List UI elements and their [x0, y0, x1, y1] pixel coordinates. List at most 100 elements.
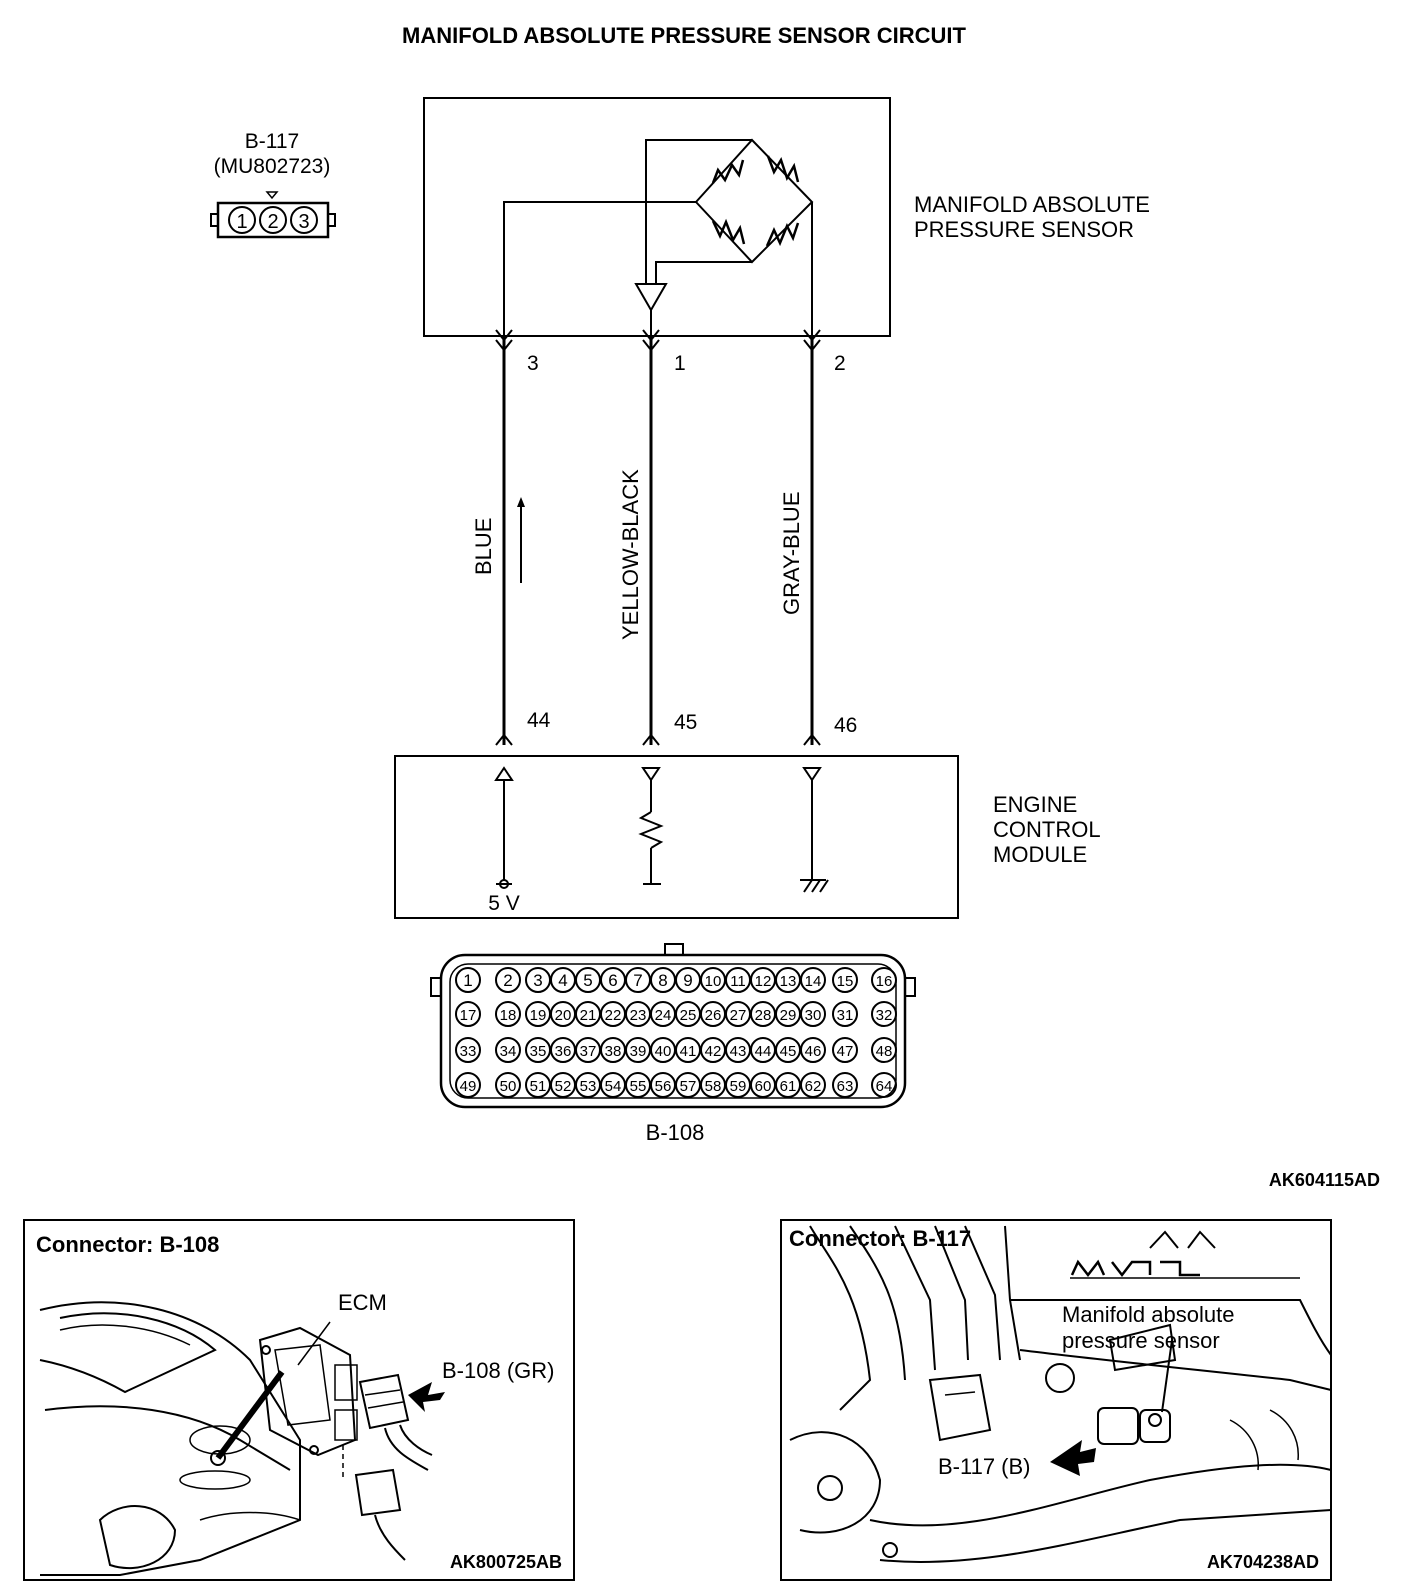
b108-pin-49: 49: [460, 1078, 477, 1095]
sensor-label-line2: PRESSURE SENSOR: [914, 217, 1134, 242]
connector-b117-symbol: B-117 (MU802723) 1 2 3: [210, 130, 336, 239]
b108-pin-48: 48: [876, 1043, 893, 1060]
b108-pin-62: 62: [805, 1078, 822, 1095]
b108-pin-46: 46: [805, 1043, 822, 1060]
panel-connector-b117: Connector: B-117: [780, 1219, 1332, 1581]
b108-pin-28: 28: [755, 1007, 772, 1024]
b108-pin-circle: [800, 1072, 826, 1098]
harness-connector-illustration: [342, 1373, 445, 1561]
panel-right-code: AK704238AD: [1207, 1552, 1319, 1572]
b108-pin-64: 64: [876, 1078, 893, 1095]
b108-pin-12: 12: [755, 973, 772, 990]
b108-pin-47: 47: [837, 1043, 854, 1060]
b108-pin-11: 11: [730, 973, 746, 990]
b108-pin-37: 37: [580, 1043, 597, 1060]
b108-pin-6: 6: [608, 971, 617, 990]
b108-pin-34: 34: [500, 1043, 517, 1060]
b108-pin-circle: [871, 1072, 897, 1098]
b108-pin-57: 57: [680, 1078, 697, 1095]
b108-pin-17: 17: [460, 1007, 477, 1024]
b108-pin-circle: [495, 967, 521, 993]
connector-b117-part: (MU802723): [214, 155, 331, 178]
b108-pin-36: 36: [555, 1043, 572, 1060]
b108-pin-35: 35: [530, 1043, 547, 1060]
figure-code-main: AK604115AD: [1269, 1170, 1380, 1190]
b108-pin-3: 3: [533, 971, 542, 990]
b108-pin-18: 18: [500, 1007, 517, 1024]
b108-pin-13: 13: [780, 973, 797, 990]
b108-pin-29: 29: [780, 1007, 797, 1024]
b108-pin-26: 26: [705, 1007, 722, 1024]
panel-right-sensor-label-line2: pressure sensor: [1062, 1328, 1220, 1353]
b108-pin-58: 58: [705, 1078, 722, 1095]
b108-pin-39: 39: [630, 1043, 647, 1060]
b108-pin-circle: [455, 1037, 481, 1063]
b108-pin-circle: [832, 967, 858, 993]
connector-b108-id: B-108: [646, 1120, 705, 1145]
b117-pin-3: 3: [298, 211, 309, 233]
b108-pin-circle: [832, 1001, 858, 1027]
b108-pin-56: 56: [655, 1078, 672, 1095]
ecm-supply-voltage: 5 V: [488, 892, 520, 915]
panel-left-title: Connector: B-108: [36, 1232, 219, 1257]
b108-pin-52: 52: [555, 1078, 572, 1095]
b108-pin-15: 15: [837, 973, 854, 990]
b108-pin-33: 33: [460, 1043, 477, 1060]
b108-pin-circle: [455, 1072, 481, 1098]
wire-ecm-pin-45: 45: [674, 711, 697, 734]
b108-pin-20: 20: [555, 1007, 572, 1024]
b108-pin-1: 1: [463, 971, 472, 990]
b108-pin-circle: [455, 967, 481, 993]
b108-pin-41: 41: [680, 1043, 697, 1060]
b108-pin-44: 44: [755, 1043, 772, 1060]
wire-ecm-pin-44: 44: [527, 709, 551, 732]
b108-pin-circle: [832, 1072, 858, 1098]
b108-pin-43: 43: [730, 1043, 747, 1060]
b108-pin-circle: [871, 1037, 897, 1063]
b108-pin-53: 53: [580, 1078, 597, 1095]
panel-connector-b108: Connector: B-108: [23, 1219, 575, 1581]
wire-ecm-pin-46: 46: [834, 714, 857, 737]
b108-pin-38: 38: [605, 1043, 622, 1060]
panel-left-code: AK800725AB: [450, 1552, 562, 1572]
b108-pin-circle: [495, 1001, 521, 1027]
b108-pin-45: 45: [780, 1043, 797, 1060]
b108-pin-60: 60: [755, 1078, 772, 1095]
b108-pin-circle: [495, 1072, 521, 1098]
b108-pin-7: 7: [633, 971, 642, 990]
panel-right-connector-label: B-117 (B): [938, 1454, 1031, 1479]
ecm-label-line2: CONTROL: [993, 817, 1101, 842]
b108-pin-circle: [800, 1037, 826, 1063]
b108-pin-19: 19: [530, 1007, 547, 1024]
ecm-label-line3: MODULE: [993, 842, 1087, 867]
sensor-block: MANIFOLD ABSOLUTE PRESSURE SENSOR: [423, 97, 1150, 337]
b108-pin-circle: [800, 1001, 826, 1027]
wire-harness: 3 1 2 BLUE YELLOW-BLACK GRAY-BLUE 44 45 …: [471, 329, 857, 746]
wire-color-yellow-black: YELLOW-BLACK: [618, 469, 643, 640]
sensor-label-line1: MANIFOLD ABSOLUTE: [914, 192, 1150, 217]
b108-pin-24: 24: [655, 1007, 672, 1024]
b108-pin-30: 30: [805, 1007, 822, 1024]
b108-pin-14: 14: [805, 973, 822, 990]
b108-pin-25: 25: [680, 1007, 697, 1024]
b117-pin-2: 2: [267, 211, 278, 233]
b108-pin-circle: [871, 1001, 897, 1027]
b108-pin-54: 54: [605, 1078, 622, 1095]
b108-pin-50: 50: [500, 1078, 517, 1095]
b108-pin-8: 8: [658, 971, 667, 990]
b108-pin-2: 2: [503, 971, 512, 990]
b117-pin-1: 1: [236, 211, 247, 233]
page-title: MANIFOLD ABSOLUTE PRESSURE SENSOR CIRCUI…: [402, 23, 966, 48]
b108-pin-circle: [871, 967, 897, 993]
b108-pin-42: 42: [705, 1043, 722, 1060]
ecm-label-line1: ENGINE: [993, 792, 1077, 817]
b108-pin-59: 59: [730, 1078, 747, 1095]
b108-pin-16: 16: [876, 973, 893, 990]
b108-pin-61: 61: [780, 1078, 797, 1095]
b108-pin-51: 51: [530, 1078, 547, 1095]
b108-pin-21: 21: [580, 1007, 597, 1024]
b108-pin-27: 27: [730, 1007, 747, 1024]
ecm-module-illustration: [258, 1321, 358, 1457]
